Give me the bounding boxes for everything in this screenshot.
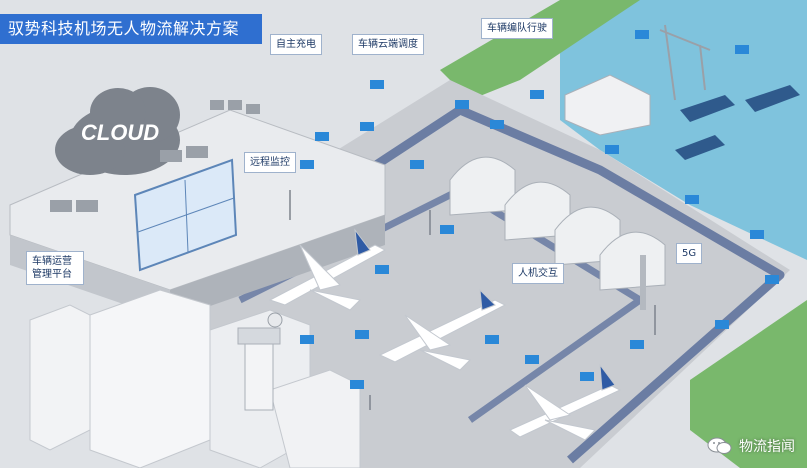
callout-operations-line2: 管理平台	[32, 269, 72, 280]
grass-bottom-right	[690, 300, 807, 468]
callout-self-charging: 自主充电	[270, 34, 322, 55]
hangars	[449, 156, 666, 291]
autonomous-vehicles	[300, 30, 779, 389]
callout-operations-line1: 车辆运营	[32, 256, 72, 267]
watermark: 物流指闻	[707, 436, 795, 456]
title-banner: 驭势科技机场无人物流解决方案	[0, 14, 262, 44]
control-tower	[237, 312, 283, 411]
crane	[659, 24, 711, 101]
watermark-text: 物流指闻	[739, 439, 795, 455]
lamp-poles	[289, 190, 656, 410]
callout-operations-platform: 车辆运营 管理平台	[26, 251, 84, 285]
callout-platooning: 车辆编队行驶	[481, 18, 553, 39]
airplane	[378, 288, 507, 371]
5g-tower	[640, 255, 646, 310]
grass-top	[440, 0, 640, 100]
airplane	[268, 228, 387, 311]
crate-stack	[50, 100, 260, 212]
cloud-icon	[55, 87, 180, 175]
water-area	[560, 0, 807, 260]
callout-remote-monitoring: 远程监控	[244, 152, 296, 173]
airplane	[508, 363, 622, 441]
callout-human-interaction: 人机交互	[512, 263, 564, 284]
wechat-icon	[707, 437, 732, 454]
warehouse	[564, 74, 651, 136]
cargo-ships	[675, 85, 800, 160]
callout-5g: 5G	[676, 243, 703, 264]
cloud-label: CLOUD	[81, 120, 159, 145]
callout-cloud-dispatch: 车辆云端调度	[352, 34, 424, 55]
